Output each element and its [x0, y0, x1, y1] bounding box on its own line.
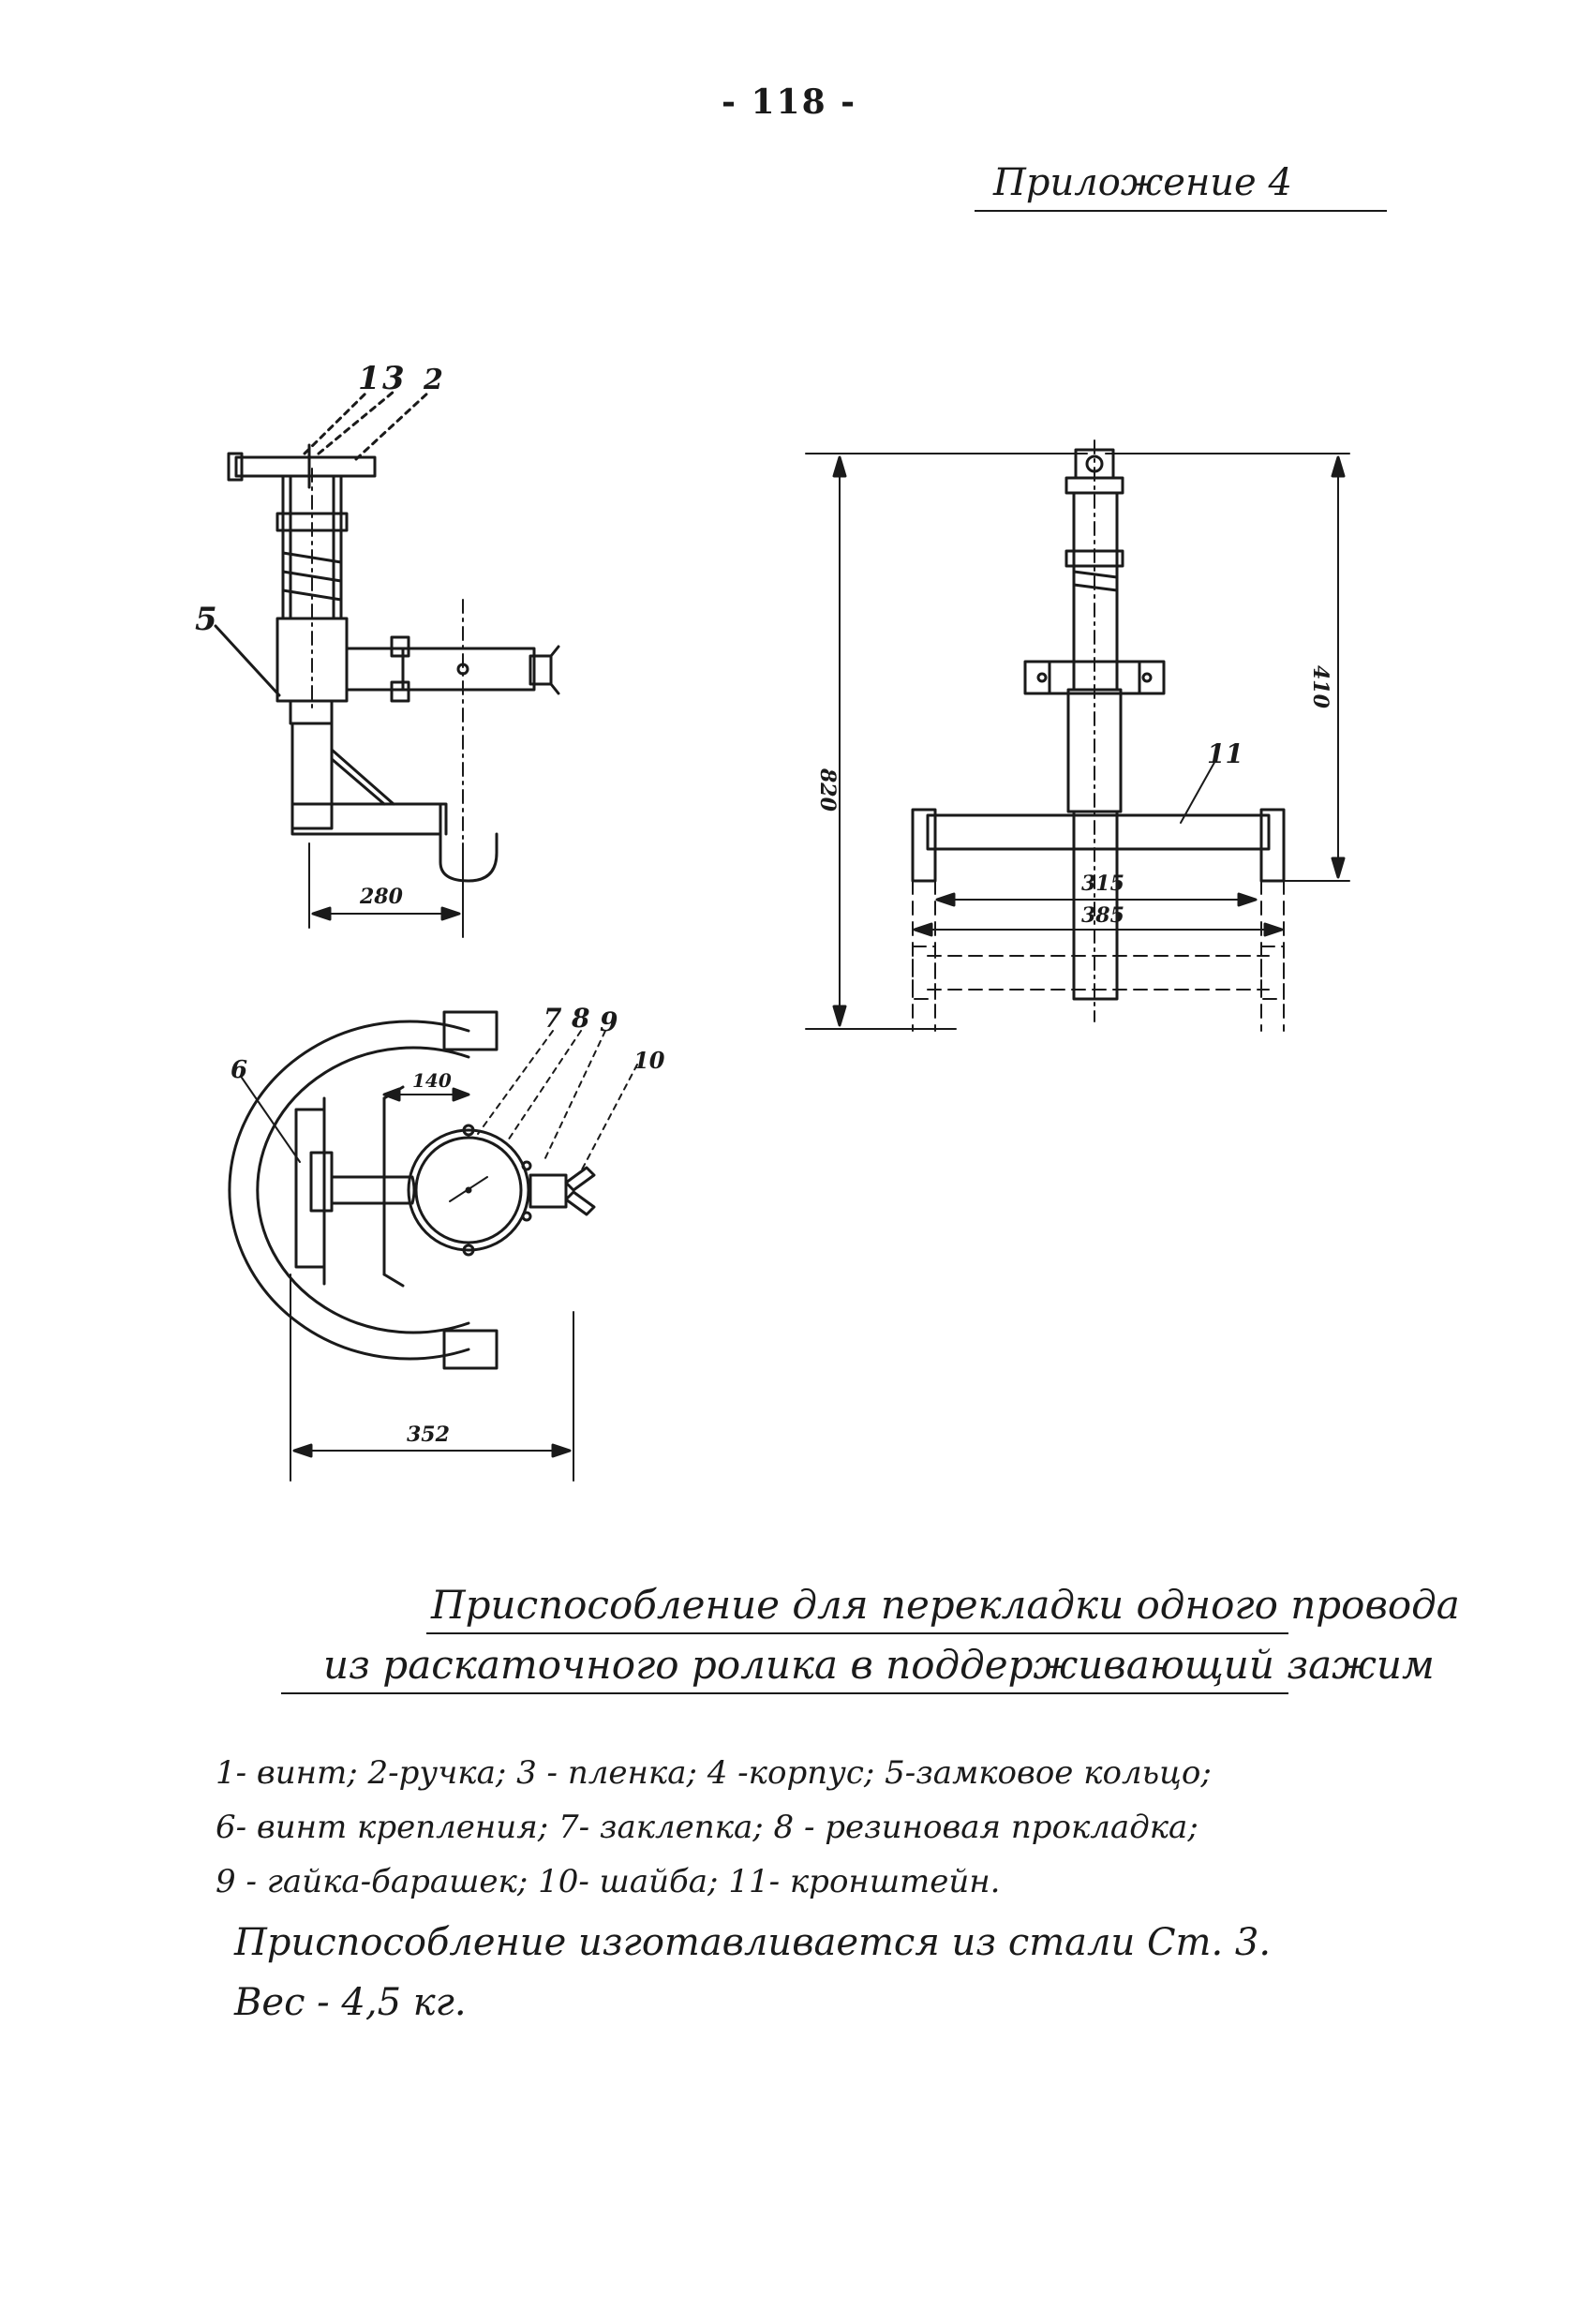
label-1: 1	[358, 360, 380, 397]
dim-315: 315	[1081, 872, 1124, 896]
label-5: 5	[195, 601, 217, 638]
side-view	[214, 390, 560, 938]
material-note: Приспособление изготавливается из стали …	[234, 1921, 1272, 1964]
dim-410: 410	[1308, 665, 1332, 709]
page-number: - 118 -	[722, 82, 857, 122]
weight-note: Вес - 4,5 кг.	[234, 1981, 467, 2024]
dim-820: 820	[815, 767, 840, 812]
label-8: 8	[571, 1003, 589, 1034]
label-9: 9	[600, 1006, 618, 1037]
label-10: 10	[633, 1047, 665, 1074]
dim-140: 140	[412, 1069, 452, 1092]
appendix-underline	[975, 210, 1387, 212]
legend-line-2: 6- винт крепления; 7- заклепка; 8 - рези…	[216, 1809, 1198, 1846]
legend-line-1: 1- винт; 2-ручка; 3 - пленка; 4 -корпус;…	[216, 1754, 1212, 1792]
appendix-label: Приложение 4	[993, 161, 1292, 204]
label-7: 7	[543, 1003, 562, 1034]
legend-line-3: 9 - гайка-барашек; 10- шайба; 11- кроншт…	[216, 1863, 1001, 1900]
label-3: 3	[382, 360, 405, 397]
plan-view	[228, 1010, 638, 1482]
caption-line-1: Приспособление для перекладки одного про…	[431, 1582, 1460, 1628]
label-6: 6	[231, 1056, 247, 1084]
caption-underline-2	[281, 1692, 1288, 1694]
label-2: 2	[423, 364, 443, 396]
label-11: 11	[1207, 738, 1243, 769]
front-view	[805, 439, 1350, 1032]
caption-line-2: из раскаточного ролика в поддерживающий …	[323, 1642, 1435, 1688]
caption-underline-1	[426, 1632, 1288, 1634]
dim-385: 385	[1081, 903, 1124, 928]
dim-280: 280	[359, 885, 404, 909]
dim-352: 352	[407, 1423, 450, 1447]
